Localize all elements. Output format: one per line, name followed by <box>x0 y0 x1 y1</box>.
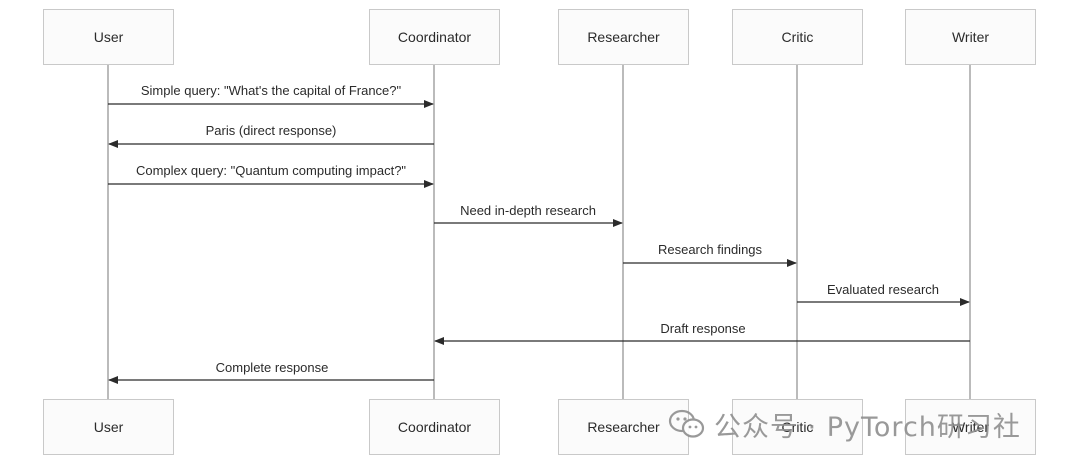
actor-researcher-top: Researcher <box>558 9 689 65</box>
message-label: Simple query: "What's the capital of Fra… <box>140 83 402 98</box>
message-label: Need in-depth research <box>460 203 596 218</box>
message-label: Complex query: "Quantum computing impact… <box>135 163 407 178</box>
message-label: Draft response <box>660 321 746 336</box>
actor-coordinator-bottom: Coordinator <box>369 399 500 455</box>
message-label: Complete response <box>215 360 329 375</box>
actor-user-top: User <box>43 9 174 65</box>
message-label: Paris (direct response) <box>205 123 337 138</box>
actor-writer-bottom: Writer <box>905 399 1036 455</box>
actor-writer-top: Writer <box>905 9 1036 65</box>
actor-user-bottom: User <box>43 399 174 455</box>
actor-coordinator-top: Coordinator <box>369 9 500 65</box>
message-label: Evaluated research <box>826 282 940 297</box>
actor-researcher-bottom: Researcher <box>558 399 689 455</box>
actor-critic-bottom: Critic <box>732 399 863 455</box>
actor-critic-top: Critic <box>732 9 863 65</box>
message-label: Research findings <box>657 242 763 257</box>
